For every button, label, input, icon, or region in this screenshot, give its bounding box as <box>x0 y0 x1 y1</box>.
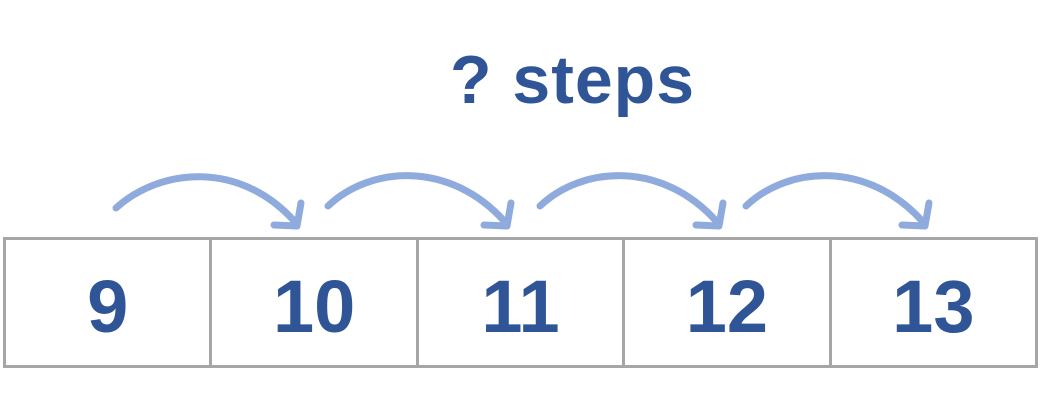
number-label: 11 <box>481 265 560 348</box>
number-label: 12 <box>685 265 769 348</box>
number-cell: 10 <box>212 240 419 365</box>
number-line: 9 10 11 12 13 <box>3 237 1038 368</box>
number-cell: 12 <box>625 240 832 365</box>
jump-arrow-2 <box>324 172 515 230</box>
jump-arrow-1 <box>112 173 305 230</box>
steps-title: ? steps <box>449 42 696 118</box>
number-cell: 9 <box>6 240 213 365</box>
number-label: 9 <box>87 265 129 348</box>
number-label: 10 <box>272 265 356 348</box>
number-cell: 13 <box>832 240 1035 365</box>
number-label: 13 <box>892 265 975 348</box>
number-cell: 11 <box>419 240 626 365</box>
jump-arrow-4 <box>742 172 933 230</box>
jump-arrow-3 <box>536 172 727 230</box>
